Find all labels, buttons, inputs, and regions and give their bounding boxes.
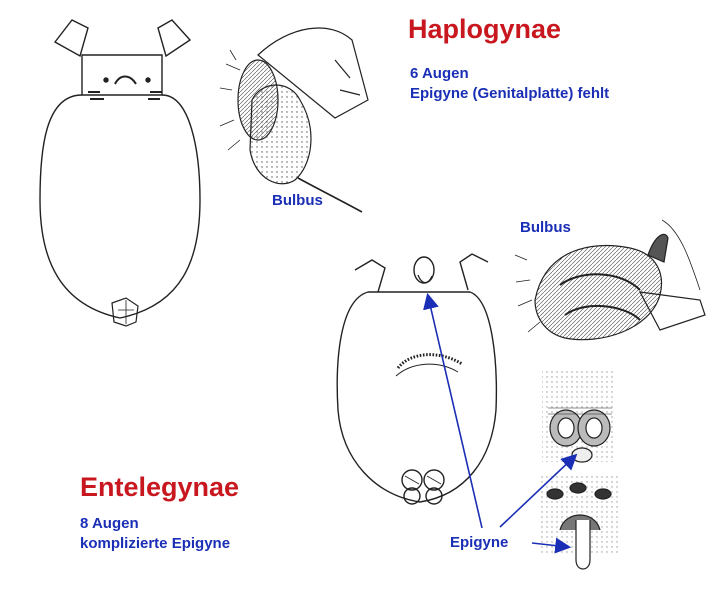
arrow-to-female-epigyne (423, 292, 483, 529)
entelegynae-bulbus-drawing (514, 219, 706, 341)
epigyne-pointer-arrows (423, 292, 578, 554)
entelegynae-epigyne-text: komplizierte Epigyne (80, 535, 231, 552)
epigyne-detail-upper-drawing (542, 370, 616, 463)
entelegynae-description: 8 Augen komplizierte Epigyne (80, 514, 230, 554)
entelegynae-bulbus-label: Bulbus (520, 219, 571, 236)
entelegynae-eyes-text: 8 Augen (80, 515, 139, 532)
epigyne-label: Epigyne (450, 534, 509, 551)
arrow-to-epigyne-detail-upper (499, 453, 578, 528)
haplogynae-female-ventral-drawing (39, 19, 201, 327)
entelegynae-female-ventral-drawing (336, 253, 498, 505)
haplogynae-bulbus-drawing (219, 27, 369, 213)
epigyne-detail-lower-drawing (540, 474, 620, 570)
entelegynae-title: Entelegynae (80, 472, 240, 502)
haplogynae-eyes-text: 6 Augen (410, 65, 469, 82)
haplogynae-bulbus-label: Bulbus (272, 192, 323, 209)
haplogynae-epigyne-text: Epigyne (Genitalplatte) fehlt (410, 85, 610, 102)
haplogynae-description: 6 Augen Epigyne (Genitalplatte) fehlt (410, 64, 609, 104)
haplogynae-title: Haplogynae (408, 14, 562, 44)
arrow-to-epigyne-detail-lower (531, 537, 572, 554)
